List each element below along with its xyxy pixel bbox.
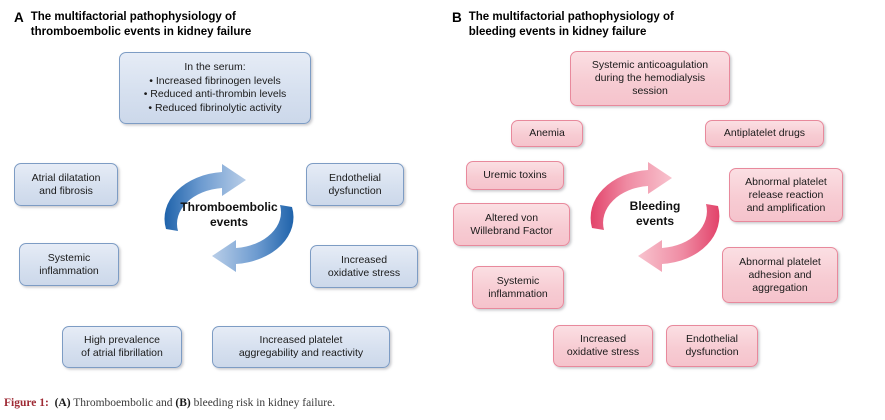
thromboembolic-cycle: Thromboembolic events <box>160 163 298 273</box>
figure-caption: Figure 1: (A) Thromboembolic and (B) ble… <box>4 396 335 410</box>
node-abnormal-platelet-release-reaction: Abnormal platelet release reaction and a… <box>729 168 843 222</box>
node-endothelial-dysfunction: Endothelial dysfunction <box>666 325 758 367</box>
node-endothelial-dysfunction: Endothelial dysfunction <box>306 163 404 206</box>
figure-caption-ref-b: (B) <box>175 397 191 409</box>
node-antiplatelet-drugs: Antiplatelet drugs <box>705 120 824 147</box>
figure-caption-ref-a: (A) <box>54 397 71 409</box>
node-systemic-inflammation: Systemic inflammation <box>19 243 119 286</box>
serum-box: In the serum: • Increased fibrinogen lev… <box>119 52 311 124</box>
node-systemic-inflammation: Systemic inflammation <box>472 266 564 309</box>
node-increased-oxidative-stress: Increased oxidative stress <box>310 245 418 288</box>
panel-b-heading: B The multifactorial pathophysiology of … <box>452 10 752 40</box>
panel-a-letter: A <box>14 10 24 25</box>
node-abnormal-platelet-adhesion: Abnormal platelet adhesion and aggregati… <box>722 247 838 303</box>
cycle-arrows-icon <box>164 164 294 272</box>
node-altered-von-willebrand-factor: Altered von Willebrand Factor <box>453 203 570 246</box>
bleeding-cycle: Bleeding events <box>587 161 723 273</box>
node-increased-oxidative-stress: Increased oxidative stress <box>553 325 653 367</box>
panel-a-heading: A The multifactorial pathophysiology of … <box>14 10 314 40</box>
figure-caption-label: Figure 1: <box>4 397 49 409</box>
node-increased-platelet-aggregability-and-reactivity: Increased platelet aggregability and rea… <box>212 326 390 368</box>
cycle-arrows-icon <box>590 162 720 272</box>
panel-a-title: The multifactorial pathophysiology of th… <box>30 11 252 38</box>
panel-b-letter: B <box>452 10 462 25</box>
node-atrial-dilatation-and-fibrosis: Atrial dilatation and fibrosis <box>14 163 118 206</box>
node-uremic-toxins: Uremic toxins <box>466 161 564 190</box>
node-high-prevalence-of-atrial-fibrillation: High prevalence of atrial fibrillation <box>62 326 182 368</box>
panel-b-title: The multifactorial pathophysiology of bl… <box>468 11 674 38</box>
figure-caption-text-1: Thromboembolic and <box>70 397 176 409</box>
node-systemic-anticoagulation: Systemic anticoagulation during the hemo… <box>570 51 730 106</box>
node-anemia: Anemia <box>511 120 583 147</box>
figure-caption-text-2: bleeding risk in kidney failure. <box>190 397 336 409</box>
